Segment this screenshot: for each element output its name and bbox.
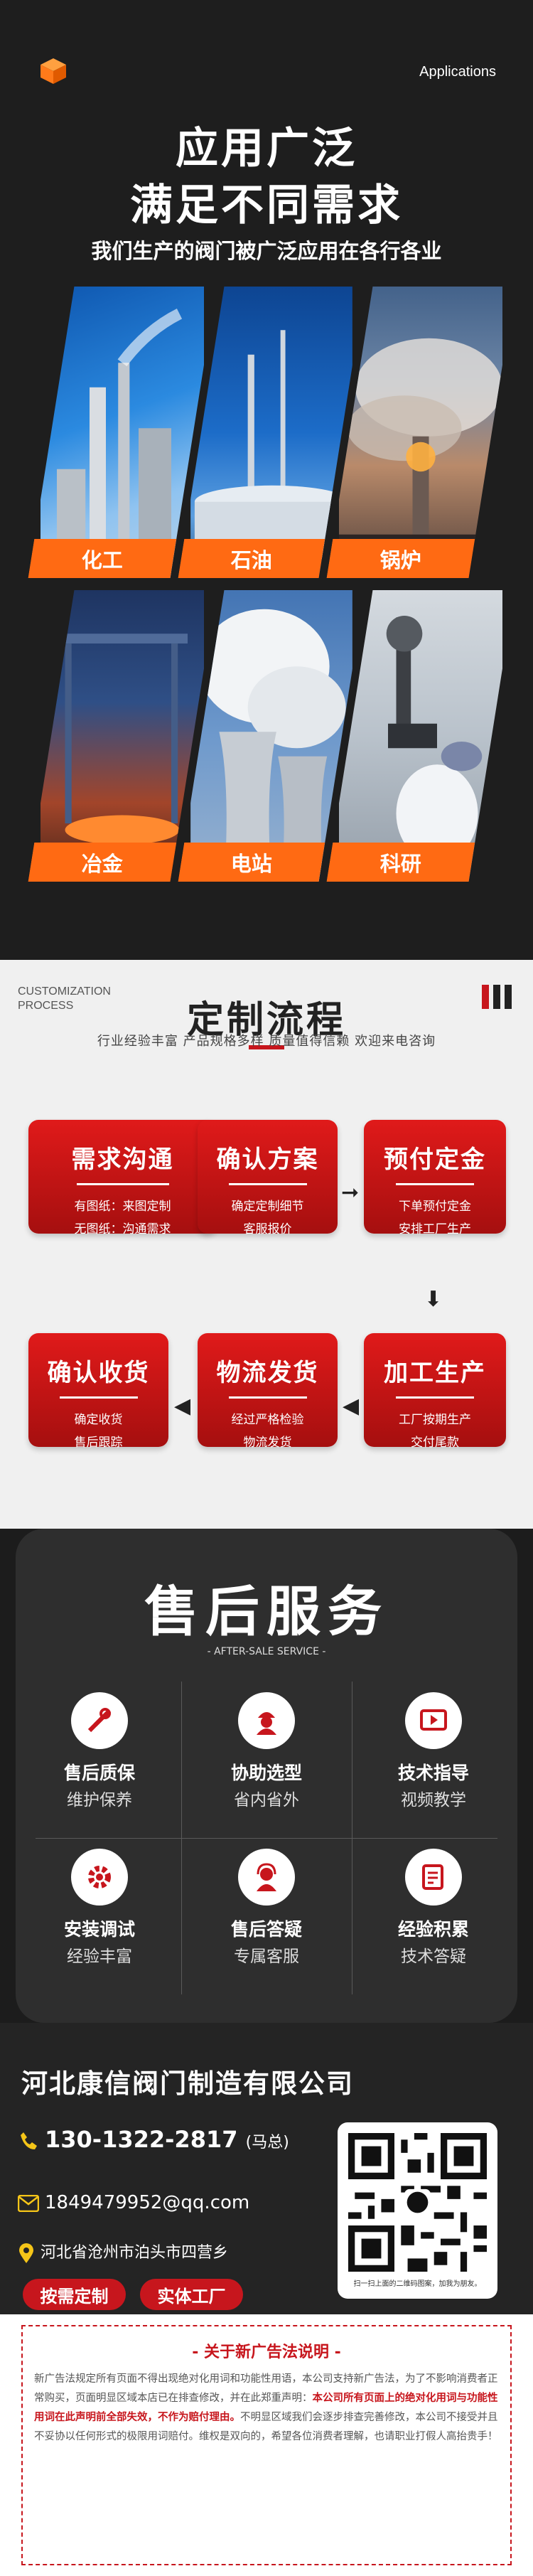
company-name: 河北康信阀门制造有限公司 <box>21 2068 354 2099</box>
industry-tile-research[interactable]: 科研 <box>326 590 515 882</box>
process-step-4: 加工生产 工厂按期生产交付尾款 <box>364 1333 506 1450</box>
cube-logo-icon <box>41 58 66 84</box>
process-tags: 行业经验丰富 产品规格多样 质量值得信赖 欢迎来电咨询 <box>97 1034 436 1049</box>
process-title: 定制流程 <box>186 999 346 1042</box>
arrow-left-icon: ◀ <box>174 1394 191 1418</box>
service-item-install: 安装调试经验丰富 <box>18 1849 181 1967</box>
service-item-experience: 经验积累技术答疑 <box>352 1849 515 1967</box>
industry-tile-chemical[interactable]: 化工 <box>28 287 217 578</box>
industry-label: 锅炉 <box>326 539 475 578</box>
hero-subtitle: 我们生产的阀门被广泛应用在各行各业 <box>91 239 442 263</box>
industry-label: 石油 <box>178 539 325 578</box>
qr-caption: 扫一扫上面的二维码图案，加我为朋友。 <box>353 2280 482 2288</box>
after-sale-panel <box>16 1529 517 2023</box>
location-icon <box>19 2243 33 2263</box>
arrow-right-icon: ➞ <box>341 1180 360 1205</box>
tools-icon <box>71 1692 128 1749</box>
service-item-tech-guide: 技术指导视频教学 <box>352 1692 515 1810</box>
address-row: 河北省沧州市泊头市四营乡 <box>18 2240 228 2264</box>
notice-title: - 关于新广告法说明 - <box>192 2343 341 2361</box>
decorative-bars <box>482 985 512 1009</box>
video-icon <box>405 1692 462 1749</box>
industry-label: 电站 <box>178 843 325 882</box>
process-step-3: 预付定金 下单预付定金安排工厂生产 <box>364 1120 506 1236</box>
process-step-6: 确认收货 确定收货售后跟踪 <box>28 1333 168 1450</box>
agent-icon <box>238 1849 295 1906</box>
industry-label: 科研 <box>326 843 475 882</box>
title-underline <box>249 1045 284 1049</box>
service-title: 售后服务 <box>144 1580 389 1643</box>
arrow-left-icon: ◀ <box>343 1394 360 1418</box>
qr-code-icon <box>348 2133 487 2272</box>
arrow-down-icon: ⬇ <box>424 1287 443 1312</box>
qr-code-card[interactable]: 扫一扫上面的二维码图案，加我为朋友。 <box>338 2122 497 2299</box>
process-step-5: 物流发货 经过严格检验物流发货 <box>198 1333 338 1450</box>
process-en-label: CUSTOMIZATION PROCESS <box>18 985 111 1012</box>
industry-tile-metallurgy[interactable]: 冶金 <box>28 590 217 882</box>
applications-label: Applications <box>419 64 496 80</box>
hero-title-line2: 满足不同需求 <box>130 181 403 230</box>
notice-frame <box>21 2325 512 2565</box>
phone-icon <box>21 2132 37 2149</box>
factory-badge: 实体工厂 <box>140 2279 243 2310</box>
engineer-icon <box>238 1692 295 1749</box>
industry-tile-power-station[interactable]: 电站 <box>178 590 365 882</box>
divider <box>36 1838 497 1839</box>
process-step-2: 确认方案 确定定制细节客服报价 <box>198 1120 338 1236</box>
gear-icon <box>71 1849 128 1906</box>
email-row[interactable]: 1849479952@qq.com <box>18 2192 249 2213</box>
mail-icon <box>18 2194 39 2212</box>
phone-row[interactable]: 130-1322-2817 (马总) <box>18 2126 289 2153</box>
industry-tile-boiler[interactable]: 锅炉 <box>326 287 515 578</box>
service-item-qa: 售后答疑专属客服 <box>185 1849 348 1967</box>
service-item-warranty: 售后质保维护保养 <box>18 1692 181 1810</box>
industry-label: 冶金 <box>28 843 177 882</box>
note-icon <box>405 1849 462 1906</box>
industry-label: 化工 <box>28 539 177 578</box>
service-subtitle: - AFTER-SALE SERVICE - <box>207 1646 326 1657</box>
notice-section <box>0 2314 533 2576</box>
hero-title-line1: 应用广泛 <box>176 124 357 173</box>
notice-body: 新广告法规定所有页面不得出现绝对化用词和功能性用语，本公司支持新广告法，为了不影… <box>34 2373 498 2442</box>
process-step-1: 需求沟通 有图纸：来图定制无图纸：沟通需求 <box>28 1120 217 1236</box>
service-item-selection: 协助选型省内省外 <box>185 1692 348 1810</box>
custom-order-badge: 按需定制 <box>23 2279 126 2310</box>
